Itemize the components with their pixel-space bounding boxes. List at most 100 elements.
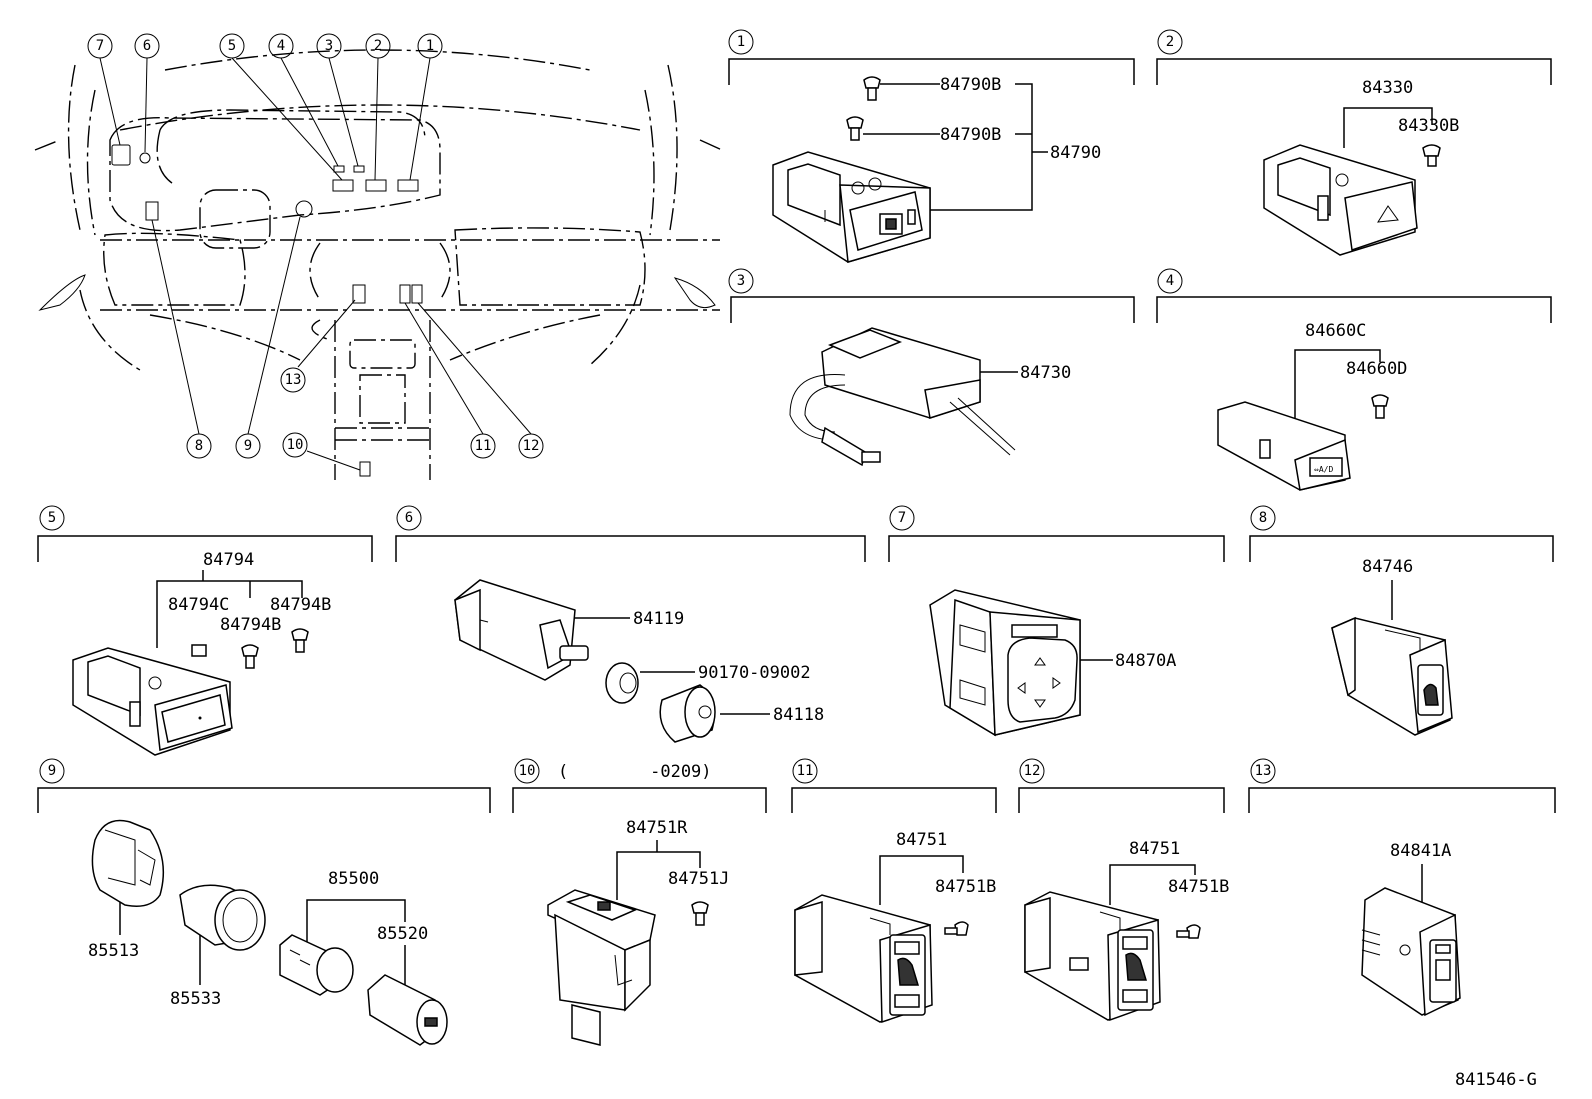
section-5: 5 84794 84794C 84794B 84794B: [37, 505, 373, 756]
callout-7[interactable]: 7: [87, 33, 113, 59]
part-number-84330B[interactable]: 84330B: [1398, 116, 1459, 136]
seat-heater-switch-84751-icon: [1024, 891, 1161, 1022]
switch-84330-icon: [1263, 144, 1418, 256]
part-number-84751B[interactable]: 84751B: [1168, 877, 1229, 897]
section-10: 10 ( -0209) 84751R 84751J: [512, 758, 767, 1046]
svg-text:11: 11: [475, 438, 492, 454]
part-number-84751B[interactable]: 84751B: [935, 877, 996, 897]
section-8: 8 84746: [1249, 505, 1554, 736]
svg-text:4: 4: [277, 38, 285, 54]
lighter-85520-icon: [367, 974, 448, 1046]
section-3: 3 84730: [728, 268, 1135, 467]
section-11: 11 84751 84751B: [791, 758, 997, 1024]
ring-icon: [605, 662, 639, 704]
section-6-number: 6: [405, 510, 413, 526]
section-3-number: 3: [737, 273, 745, 289]
callout-9[interactable]: 9: [235, 433, 261, 459]
part-number-84660C[interactable]: 84660C: [1305, 321, 1366, 341]
callout-10[interactable]: 10: [282, 432, 308, 458]
svg-text:12: 12: [523, 438, 540, 454]
callout-12[interactable]: 12: [518, 433, 544, 459]
part-number-84730[interactable]: 84730: [1020, 363, 1071, 383]
callout-13[interactable]: 13: [280, 367, 306, 393]
part-number-84330[interactable]: 84330: [1362, 78, 1413, 98]
section-2: 2 84330 84330B: [1156, 29, 1552, 256]
svg-text:2: 2: [374, 38, 382, 54]
lighter-socket-85500-icon: [279, 934, 354, 996]
section-7-number: 7: [898, 510, 906, 526]
part-number-84794C[interactable]: 84794C: [168, 595, 229, 615]
switch-84119-icon: [454, 579, 589, 681]
part-number-84751[interactable]: 84751: [896, 830, 947, 850]
switch-84794-icon: [72, 647, 233, 756]
clip-icon: [1176, 924, 1201, 939]
part-number-84794[interactable]: 84794: [203, 550, 254, 570]
part-number-84746[interactable]: 84746: [1362, 557, 1413, 577]
dashboard-overview: 7 6 5 4 3 2 1 13 8 9 10 11 12: [34, 33, 723, 480]
section-13: 13 84841A: [1248, 758, 1556, 1017]
part-number-84118[interactable]: 84118: [773, 705, 824, 725]
section-12: 12 84751 84751B: [1018, 758, 1229, 1022]
section-10-number: 10: [519, 763, 536, 779]
section-7: 7 84870A: [888, 505, 1225, 737]
part-number-84870A[interactable]: 84870A: [1115, 651, 1176, 671]
svg-text:10: 10: [287, 437, 304, 453]
part-number-84794B[interactable]: 84794B: [270, 595, 331, 615]
callout-11[interactable]: 11: [470, 433, 496, 459]
callout-3[interactable]: 3: [316, 33, 342, 59]
section-2-number: 2: [1166, 34, 1174, 50]
clip-icon: [1371, 394, 1389, 419]
socket-85513-icon: [91, 819, 165, 907]
svg-text:13: 13: [285, 372, 302, 388]
part-number-84841A[interactable]: 84841A: [1390, 841, 1451, 861]
knob-84118-icon: [659, 684, 716, 743]
figure-code: 841546-G: [1455, 1070, 1537, 1090]
part-number-84790B[interactable]: 84790B: [940, 75, 1001, 95]
connector-84730-icon: [789, 327, 1016, 467]
callout-5[interactable]: 5: [219, 33, 245, 59]
svg-text:1: 1: [426, 38, 434, 54]
clip-icon: [1422, 144, 1441, 167]
section-4-number: 4: [1166, 273, 1174, 289]
part-number-85533[interactable]: 85533: [170, 989, 221, 1009]
part-number-84751[interactable]: 84751: [1129, 839, 1180, 859]
part-number-90170-09002[interactable]: 90170-09002: [698, 663, 811, 683]
mirror-switch-84870A-icon: [929, 589, 1081, 737]
switch-84841A-icon: [1361, 887, 1461, 1017]
clip-icon: [944, 921, 969, 936]
section-6: 6 84119 90170-09002 84118: [395, 505, 866, 743]
callout-8[interactable]: 8: [186, 433, 212, 459]
section-9: 9 85500 85520 85513 85533: [37, 758, 491, 1046]
switch-84746-icon: [1331, 616, 1453, 736]
callout-1[interactable]: 1: [417, 33, 443, 59]
part-number-84794B[interactable]: 84794B: [220, 615, 281, 635]
socket-85533-icon: [179, 884, 266, 951]
section-1-number: 1: [737, 34, 745, 50]
part-number-85513[interactable]: 85513: [88, 941, 139, 961]
svg-text:3: 3: [325, 38, 333, 54]
svg-text:9: 9: [244, 438, 252, 454]
switch-84790-icon: [772, 151, 931, 263]
part-number-84660D[interactable]: 84660D: [1346, 359, 1407, 379]
part-number-84790B[interactable]: 84790B: [940, 125, 1001, 145]
seat-heater-switch-84751-icon: [794, 894, 933, 1024]
callout-4[interactable]: 4: [268, 33, 294, 59]
window-switch-84751R-icon: [547, 889, 656, 1046]
section-10-note: ( -0209): [558, 762, 712, 782]
svg-text:⇔A/D: ⇔A/D: [1314, 465, 1333, 474]
svg-text:5: 5: [228, 38, 236, 54]
clip-icon: [846, 76, 881, 141]
callout-2[interactable]: 2: [365, 33, 391, 59]
clip-icon: [691, 901, 709, 926]
part-number-84119[interactable]: 84119: [633, 609, 684, 629]
switch-84660-icon: ⇔A/D: [1217, 401, 1351, 491]
section-9-number: 9: [48, 763, 56, 779]
part-number-84751J[interactable]: 84751J: [668, 869, 729, 889]
section-12-number: 12: [1024, 763, 1041, 779]
part-number-84751R[interactable]: 84751R: [626, 818, 688, 838]
part-number-85500[interactable]: 85500: [328, 869, 379, 889]
callout-6[interactable]: 6: [134, 33, 160, 59]
part-number-85520[interactable]: 85520: [377, 924, 428, 944]
part-number-84790[interactable]: 84790: [1050, 143, 1101, 163]
